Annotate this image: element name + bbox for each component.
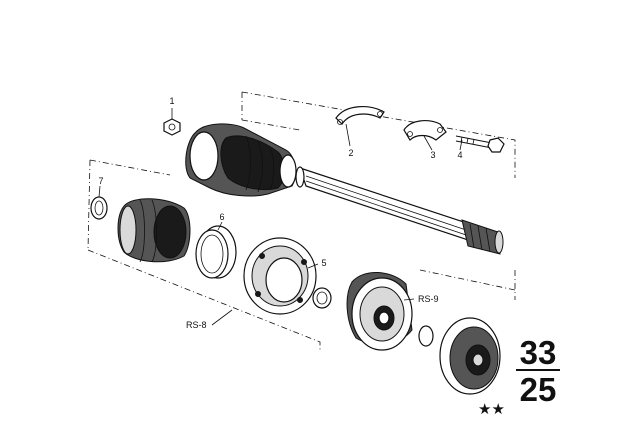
callout-5: 5	[321, 258, 326, 268]
callout-1: 1	[169, 96, 174, 106]
rating-stars: ★★	[478, 401, 505, 418]
callout-rs-8: RS-8	[186, 320, 207, 330]
upper-assembly-frame	[241, 91, 516, 178]
small-snap-ring	[312, 287, 332, 309]
lower-assembly-frame	[87, 159, 516, 352]
callout-rs-9: RS-9	[418, 294, 439, 304]
page-reference: 33 25	[516, 334, 560, 408]
callout-3: 3	[430, 150, 435, 160]
part-5-flange	[243, 237, 317, 315]
callout-2: 2	[348, 148, 353, 158]
end-cover	[439, 317, 501, 395]
leader-lines	[98, 108, 463, 326]
lower-boot	[117, 198, 191, 263]
page-group-number: 33	[520, 334, 557, 371]
part-6-clamp-ring	[195, 225, 237, 279]
part-2-clamp	[335, 106, 385, 125]
callout-6: 6	[219, 212, 224, 222]
part-4-bolt	[455, 135, 505, 153]
part-3-clamp	[403, 120, 447, 141]
joint-snap-ring	[418, 325, 434, 347]
part-7-ring	[90, 196, 108, 220]
upper-boot-joint	[185, 123, 297, 197]
drive-shaft	[295, 166, 504, 255]
rs-9-joint-housing	[346, 271, 413, 351]
part-1-nut	[163, 118, 181, 136]
page-sheet-number: 25	[520, 371, 557, 408]
callout-7: 7	[98, 176, 103, 186]
callout-4: 4	[457, 150, 462, 160]
